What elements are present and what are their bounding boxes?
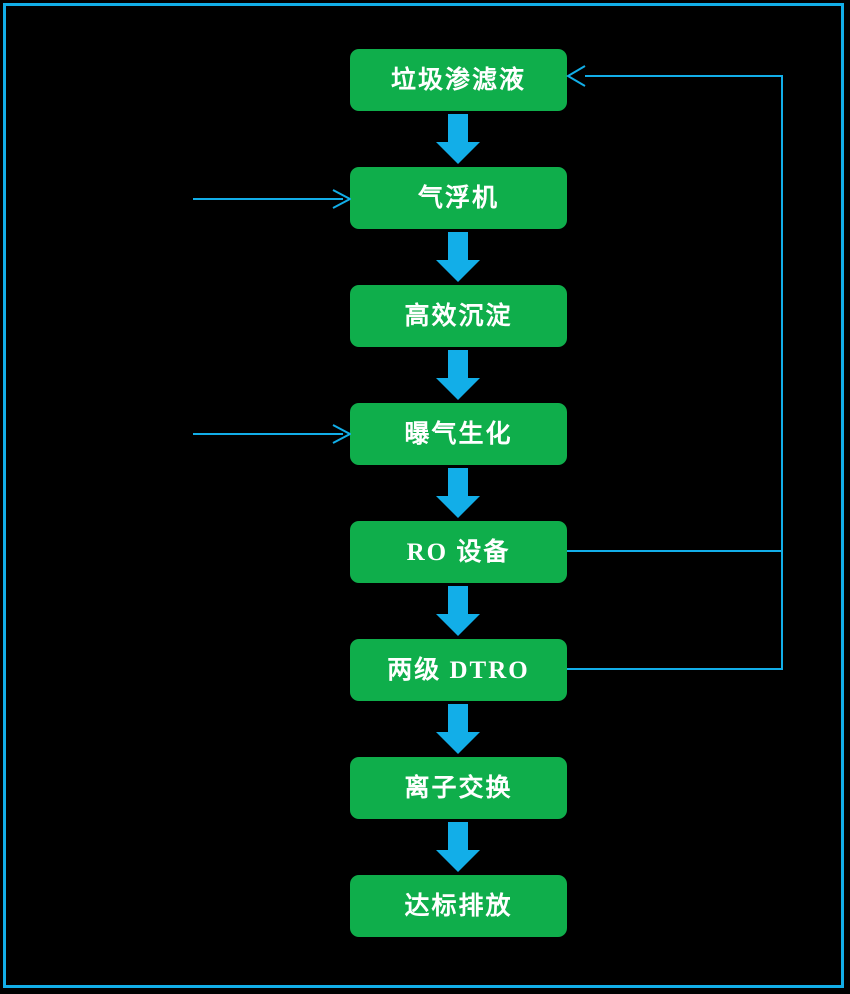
node-ion-exchange[interactable]: 离子交换 xyxy=(350,757,567,819)
node-aeration[interactable]: 曝气生化 xyxy=(350,403,567,465)
node-dtro[interactable]: 两级 DTRO xyxy=(350,639,567,701)
node-label: 垃圾渗滤液 xyxy=(390,66,526,94)
flow-arrow-down-icon xyxy=(436,114,480,164)
node-ro[interactable]: RO 设备 xyxy=(350,521,567,583)
node-label: 离子交换 xyxy=(404,774,513,802)
flow-arrow-down-icon xyxy=(436,350,480,400)
recycle-line-ro-horizontal xyxy=(567,550,783,552)
recycle-line-return-horizontal xyxy=(585,75,783,77)
recycle-line-dtro-horizontal xyxy=(567,668,783,670)
node-label: 气浮机 xyxy=(417,184,499,212)
node-sedimentation[interactable]: 高效沉淀 xyxy=(350,285,567,347)
feed-arrow-flotation-icon xyxy=(193,188,351,210)
recycle-arrow-head-icon xyxy=(566,65,590,87)
node-discharge[interactable]: 达标排放 xyxy=(350,875,567,937)
node-label: 曝气生化 xyxy=(404,420,513,448)
node-leachate[interactable]: 垃圾渗滤液 xyxy=(350,49,567,111)
node-flotation[interactable]: 气浮机 xyxy=(350,167,567,229)
node-label: 两级 DTRO xyxy=(387,656,530,684)
node-label: 达标排放 xyxy=(404,892,513,920)
node-label: RO 设备 xyxy=(406,538,511,566)
flow-arrow-down-icon xyxy=(436,586,480,636)
recycle-line-vertical-riser xyxy=(781,75,783,670)
flow-arrow-down-icon xyxy=(436,704,480,754)
flow-arrow-down-icon xyxy=(436,468,480,518)
node-label: 高效沉淀 xyxy=(404,302,513,330)
flow-arrow-down-icon xyxy=(436,232,480,282)
diagram-border-frame xyxy=(3,3,844,988)
feed-arrow-aeration-icon xyxy=(193,423,351,445)
flow-arrow-down-icon xyxy=(436,822,480,872)
